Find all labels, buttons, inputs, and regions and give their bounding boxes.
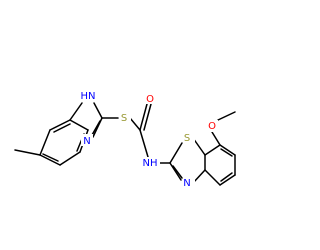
bond-31 (220, 148, 233, 157)
n-ring-label: N (83, 136, 90, 147)
bond-26 (204, 144, 221, 156)
atom-labels: HN N S O NH S N O (79, 89, 218, 189)
bond-29 (219, 174, 236, 186)
nh-amide-label: NH (143, 158, 158, 169)
bond-15 (129, 117, 141, 131)
bond-0 (14, 149, 41, 156)
bond-3 (69, 119, 89, 131)
bond-21 (169, 162, 182, 181)
bond-10 (69, 102, 83, 121)
s-thiazole-label: S (184, 133, 190, 144)
bond-32 (220, 172, 233, 182)
bond-5 (59, 151, 81, 166)
bond-2 (49, 119, 71, 131)
bond-27 (219, 144, 236, 156)
o-carbonyl-label: O (146, 94, 154, 105)
s-thioether-label: S (121, 113, 127, 124)
bond-9 (42, 153, 59, 162)
bond-1 (39, 129, 51, 156)
bond-7 (53, 123, 71, 133)
bond-11 (93, 102, 103, 119)
bond-16 (139, 103, 148, 131)
bond-17 (143, 103, 152, 131)
bond-22 (172, 165, 183, 179)
bond-18 (139, 129, 149, 158)
bond-33 (211, 131, 221, 146)
bond-13 (91, 120, 101, 136)
chemical-structure: HN N S O NH S N O (14, 89, 236, 189)
bond-34 (217, 111, 236, 121)
nh-ring-label: HN (81, 91, 96, 102)
n-thiazole-label: N (183, 178, 190, 189)
bond-lines (14, 102, 236, 186)
o-methoxy-label: O (208, 121, 216, 132)
bond-20 (169, 142, 183, 164)
bond-6 (39, 154, 61, 166)
bond-30 (204, 169, 221, 186)
